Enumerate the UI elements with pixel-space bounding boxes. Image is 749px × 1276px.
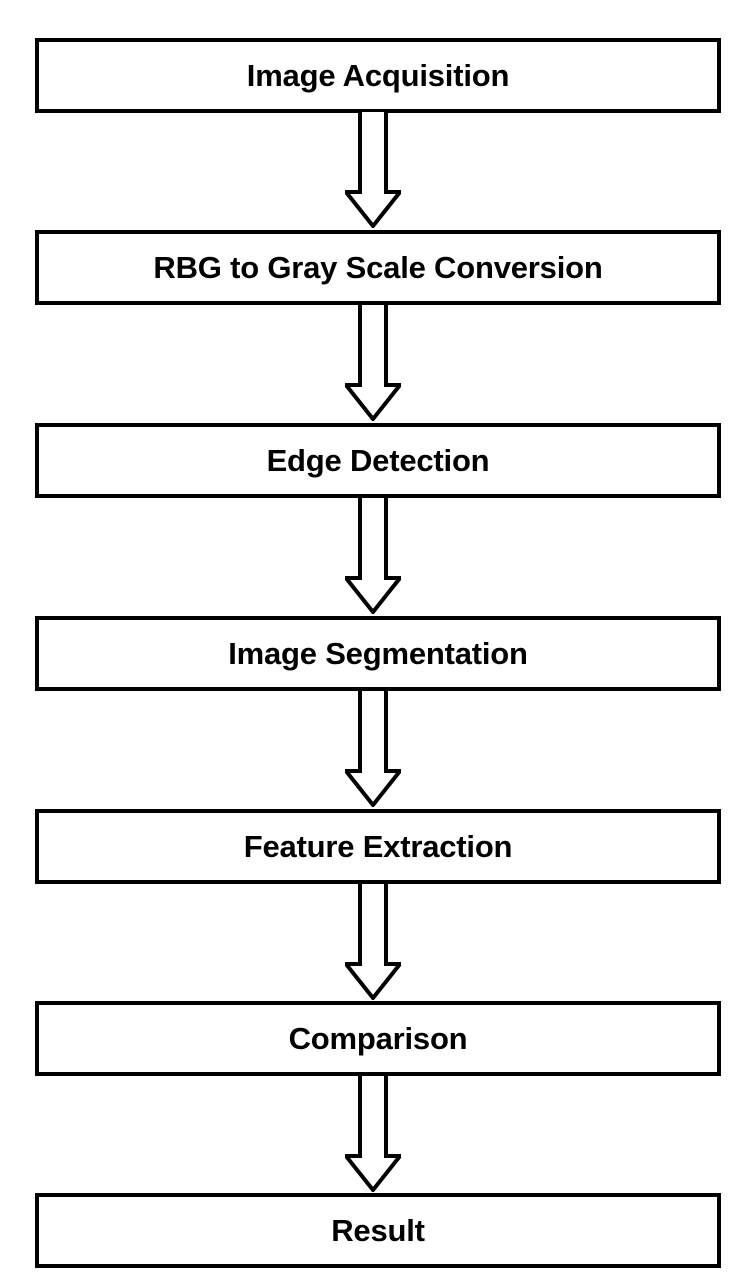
flow-arrow-down-5 <box>345 882 401 1000</box>
flow-node-label: Edge Detection <box>266 443 490 478</box>
flow-node-result[interactable]: Result <box>35 1193 721 1268</box>
flow-arrow-down-3 <box>345 496 401 614</box>
flow-node-comparison[interactable]: Comparison <box>35 1001 721 1076</box>
flow-node-edge-detection[interactable]: Edge Detection <box>35 423 721 498</box>
flow-node-rbg-to-gray-scale[interactable]: RBG to Gray Scale Conversion <box>35 230 721 305</box>
flow-node-label: Comparison <box>288 1021 468 1056</box>
flow-node-label: Feature Extraction <box>243 829 513 864</box>
flow-arrow-down-4 <box>345 689 401 807</box>
flow-arrow-down-1 <box>345 110 401 228</box>
flow-node-label: RBG to Gray Scale Conversion <box>153 250 603 285</box>
flow-node-feature-extraction[interactable]: Feature Extraction <box>35 809 721 884</box>
flow-arrow-down-6 <box>345 1074 401 1192</box>
flow-node-label: Image Acquisition <box>246 58 510 93</box>
flow-arrow-down-2 <box>345 303 401 421</box>
flow-node-label: Image Segmentation <box>228 636 528 671</box>
flow-node-label: Result <box>331 1213 425 1248</box>
flow-node-image-acquisition[interactable]: Image Acquisition <box>35 38 721 113</box>
flow-node-image-segmentation[interactable]: Image Segmentation <box>35 616 721 691</box>
